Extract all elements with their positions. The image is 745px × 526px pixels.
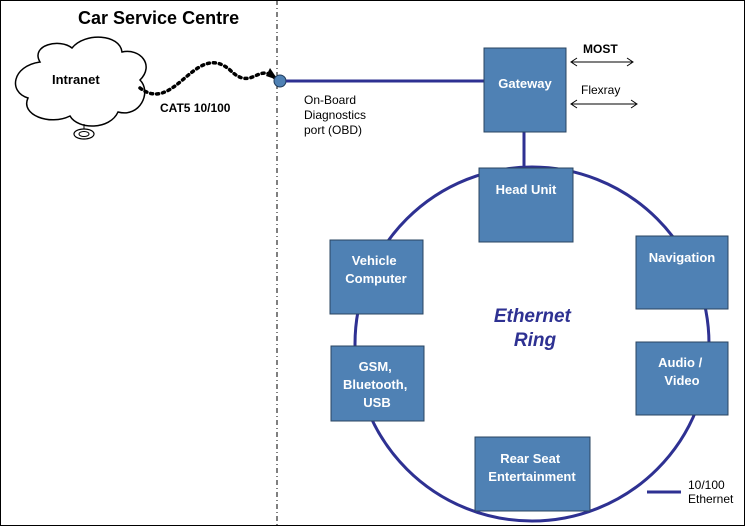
navigation-box	[635, 235, 729, 310]
audio-video-box	[635, 341, 729, 416]
obd-label-line-2: Diagnostics	[304, 108, 366, 122]
vehicle-computer-label: Vehicle Computer	[345, 253, 406, 286]
cat5-link	[138, 61, 277, 96]
vehicle-computer-box	[329, 239, 424, 315]
head-unit-label: Head Unit	[496, 182, 557, 197]
most-label: MOST	[583, 42, 618, 56]
audio-video-line-1: Audio /	[658, 355, 702, 370]
obd-port-icon	[273, 74, 287, 88]
gateway-label: Gateway	[498, 76, 552, 91]
gsm-line-3: USB	[363, 395, 390, 410]
ethernet-ring-line-1: Ethernet	[494, 306, 572, 327]
ethernet-ring-line-2: Ring	[514, 330, 557, 351]
legend-line-2: Ethernet	[688, 492, 734, 506]
vehicle-computer-line-2: Computer	[345, 271, 406, 286]
cat5-link-label: CAT5 10/100	[160, 101, 231, 115]
rear-seat-box	[474, 436, 591, 512]
rear-seat-label: Rear Seat Entertainment	[488, 451, 576, 484]
vehicle-computer-line-1: Vehicle	[352, 253, 397, 268]
flexray-arrow	[570, 99, 638, 109]
page-title: Car Service Centre	[78, 8, 239, 28]
obd-label: On-Board Diagnostics port (OBD)	[304, 93, 369, 137]
legend-line-1: 10/100	[688, 478, 725, 492]
audio-video-line-2: Video	[664, 373, 699, 388]
intranet-cloud	[14, 36, 147, 140]
gsm-line-2: Bluetooth,	[343, 377, 407, 392]
rear-seat-line-1: Rear Seat	[500, 451, 561, 466]
navigation-label: Navigation	[649, 250, 716, 265]
gsm-box	[330, 345, 425, 422]
flexray-label: Flexray	[581, 83, 620, 97]
audio-video-label: Audio / Video	[658, 355, 706, 388]
rear-seat-line-2: Entertainment	[488, 469, 576, 484]
gsm-label: GSM, Bluetooth, USB	[343, 359, 411, 410]
intranet-label: Intranet	[52, 72, 100, 87]
ethernet-ring-label: Ethernet Ring	[494, 306, 576, 351]
gateway-box	[483, 47, 567, 133]
obd-label-line-3: port (OBD)	[304, 123, 362, 137]
most-arrow	[570, 57, 634, 67]
head-unit-box	[478, 167, 574, 243]
obd-label-line-1: On-Board	[304, 93, 356, 107]
legend-label: 10/100 Ethernet	[688, 478, 734, 506]
gsm-line-1: GSM,	[359, 359, 392, 374]
